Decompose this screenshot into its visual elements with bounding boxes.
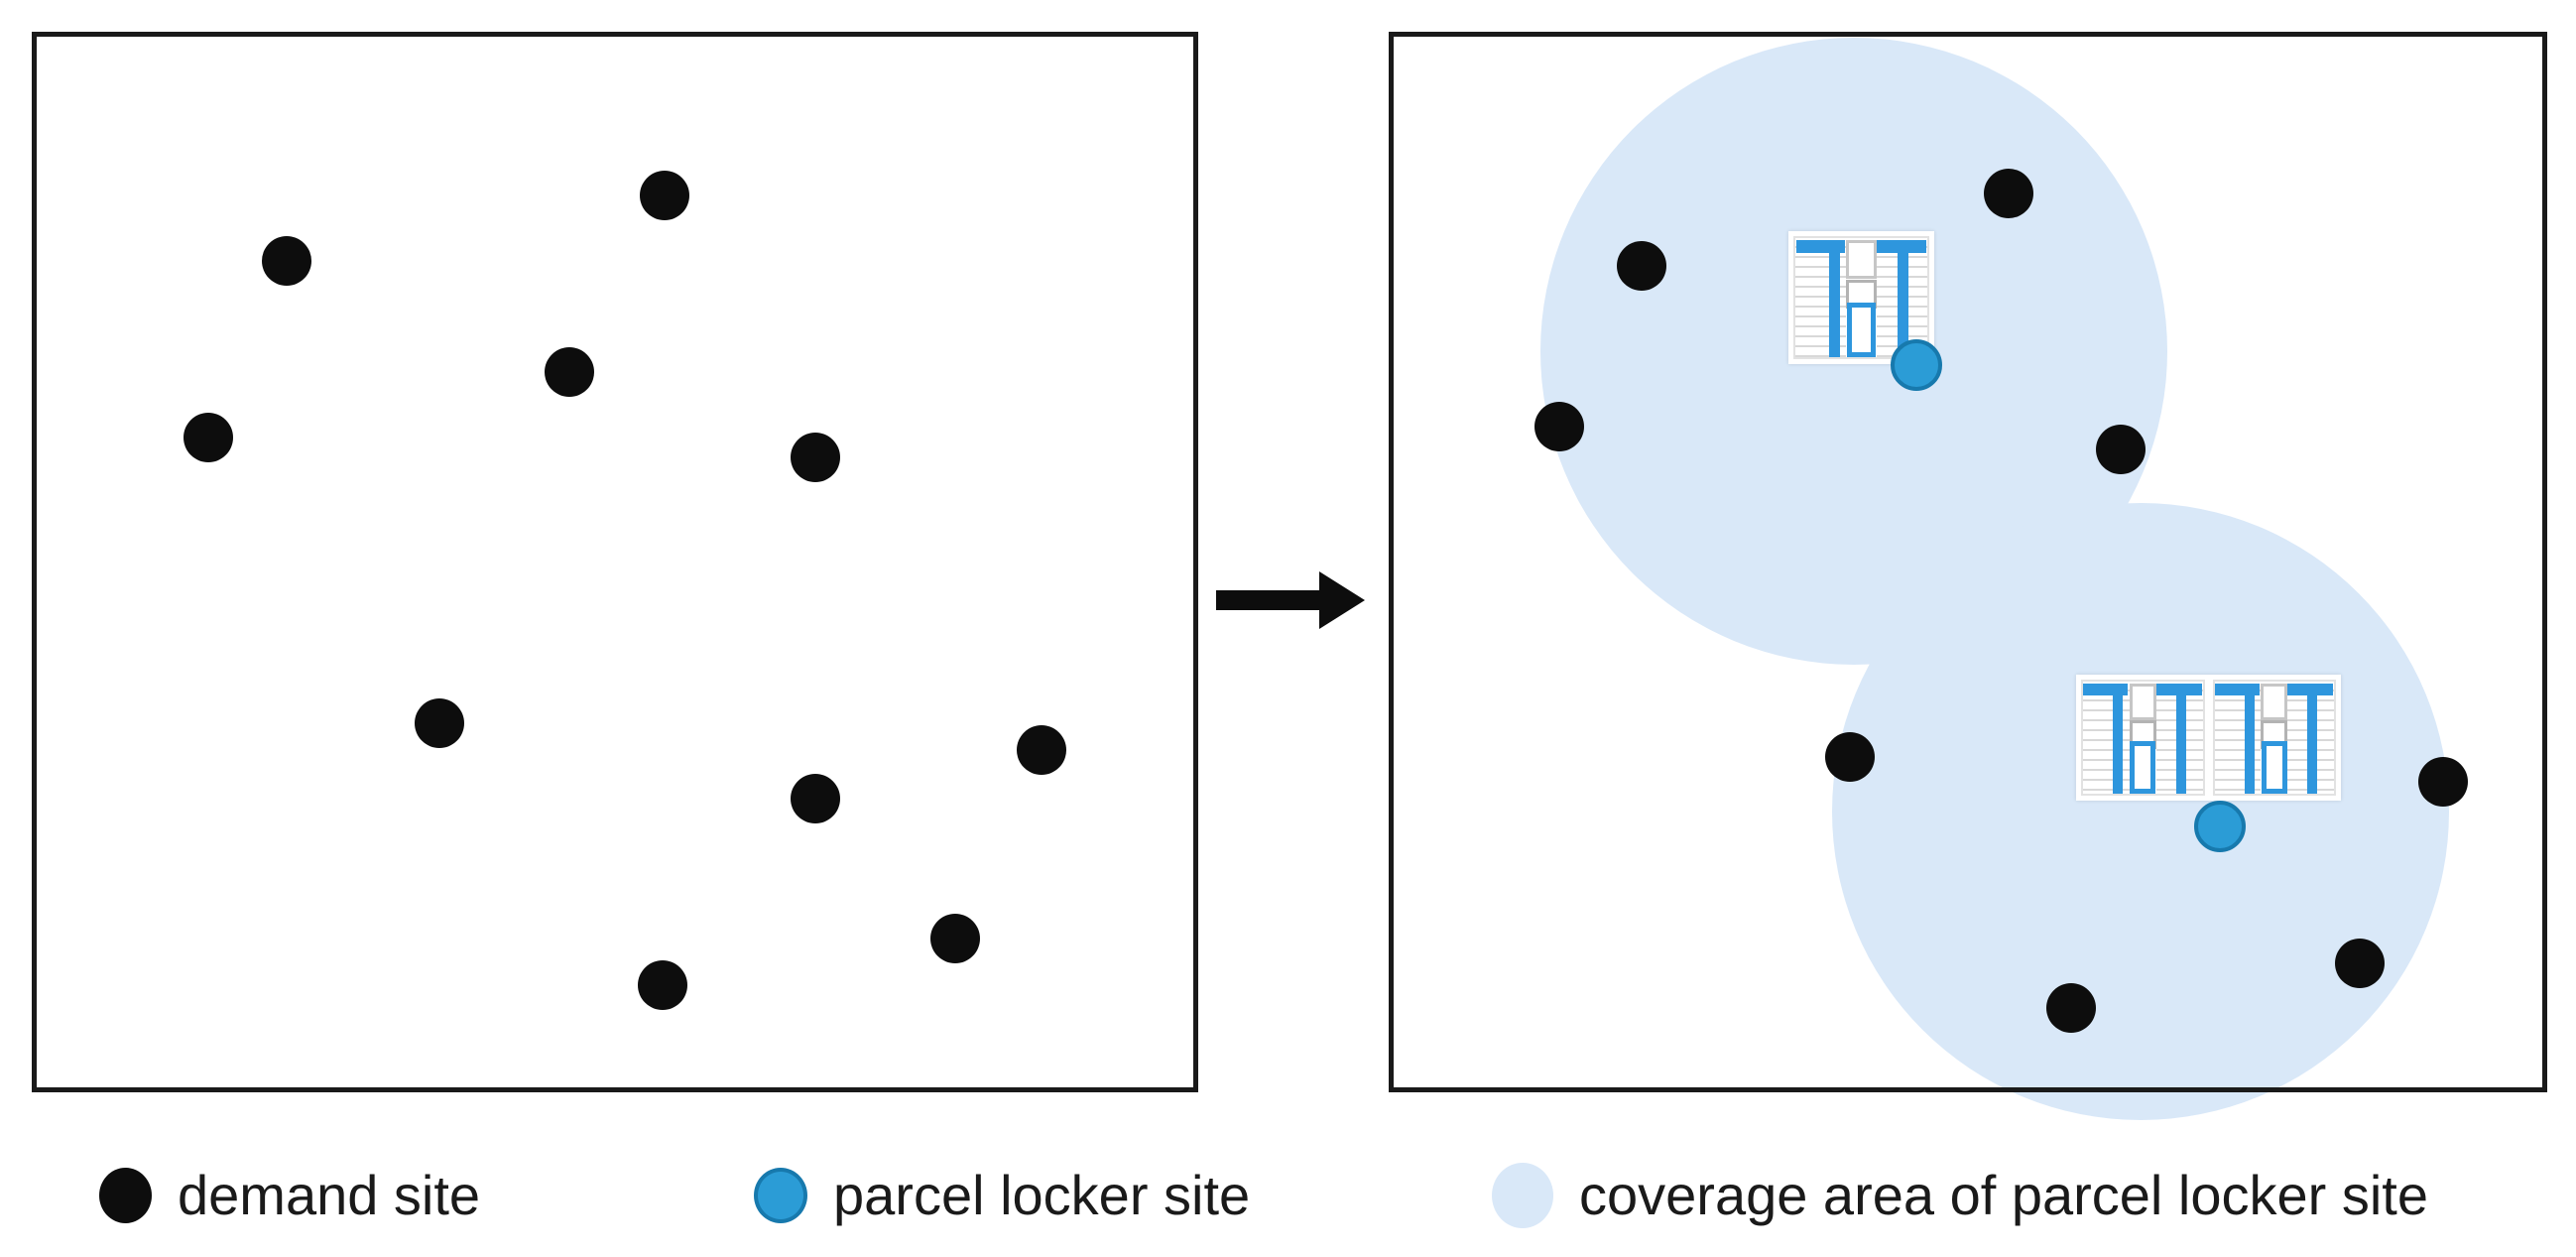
console-top-panel (1846, 239, 1877, 279)
legend-label: demand site (178, 1164, 481, 1226)
legend-label: parcel locker site (833, 1164, 1251, 1226)
locker-header-bar (2214, 683, 2260, 696)
console-top-panel (2261, 683, 2288, 720)
legend-label: coverage area of parcel locker site (1579, 1164, 2428, 1226)
transform-arrow (1216, 571, 1365, 629)
locker-column-stripe (1898, 253, 1909, 357)
demand-site-dot (930, 914, 980, 963)
locker-header-bar (2154, 683, 2202, 696)
locker-column-stripe (2175, 695, 2186, 794)
demand-site-dot (2418, 757, 2468, 807)
locker-header-bar (2286, 683, 2334, 696)
locker-console-column (2129, 683, 2156, 794)
locker-header-bar (2083, 683, 2129, 696)
locker-column-stripe (2307, 695, 2318, 794)
parcel-locker-site-icon (754, 1168, 807, 1223)
demand-site-dot (2046, 983, 2096, 1033)
demand-site-dot (415, 698, 464, 748)
legend-item-demand-site: demand site (99, 1151, 480, 1240)
demand-site-dot (1617, 241, 1666, 291)
console-door (1847, 302, 1876, 357)
demand-site-dot (638, 960, 687, 1010)
locker-column-stripe (2113, 695, 2124, 794)
arrow-head-icon (1319, 571, 1365, 629)
locker-column-stripe (2244, 695, 2255, 794)
demand-site-dot (262, 236, 311, 286)
demand-site-dot (791, 433, 840, 482)
parcel-locker-site-dot (1891, 339, 1942, 391)
demand-site-dot (640, 171, 689, 220)
locker-header-bar (1875, 239, 1927, 254)
demand-site-dot (2096, 425, 2146, 474)
console-door (2261, 741, 2287, 794)
coverage-area-circle (1832, 503, 2449, 1120)
demand-site-dot (791, 774, 840, 823)
legend-item-coverage-area: coverage area of parcel locker site (1492, 1151, 2428, 1240)
coverage-area-icon (1492, 1163, 1553, 1228)
console-top-panel (2129, 683, 2156, 720)
parcel-locker-icon (1788, 231, 1934, 364)
demand-site-dot (184, 413, 233, 462)
panel-before (32, 32, 1198, 1092)
parcel-locker-site-dot (2194, 801, 2246, 852)
demand-site-dot (1534, 402, 1584, 451)
arrow-shaft (1216, 590, 1321, 610)
parcel-locker-icon (2076, 675, 2341, 801)
locker-console-column (1846, 239, 1877, 357)
locker-console-column (2261, 683, 2288, 794)
demand-site-dot (1017, 725, 1066, 775)
panel-before-border (32, 32, 1198, 1092)
panel-after (1389, 32, 2547, 1120)
console-door (2130, 741, 2156, 794)
demand-site-dot (1984, 169, 2033, 218)
demand-site-dot (2335, 939, 2385, 988)
parcel-locker-unit (1793, 236, 1929, 359)
locker-header-bar (1795, 239, 1846, 254)
legend-item-parcel-locker-site: parcel locker site (754, 1151, 1250, 1240)
demand-site-icon (99, 1168, 152, 1223)
parcel-locker-unit (2212, 680, 2336, 796)
locker-column-stripe (1828, 253, 1840, 357)
demand-site-dot (545, 347, 594, 397)
demand-site-dot (1825, 732, 1875, 782)
parcel-locker-unit (2081, 680, 2205, 796)
